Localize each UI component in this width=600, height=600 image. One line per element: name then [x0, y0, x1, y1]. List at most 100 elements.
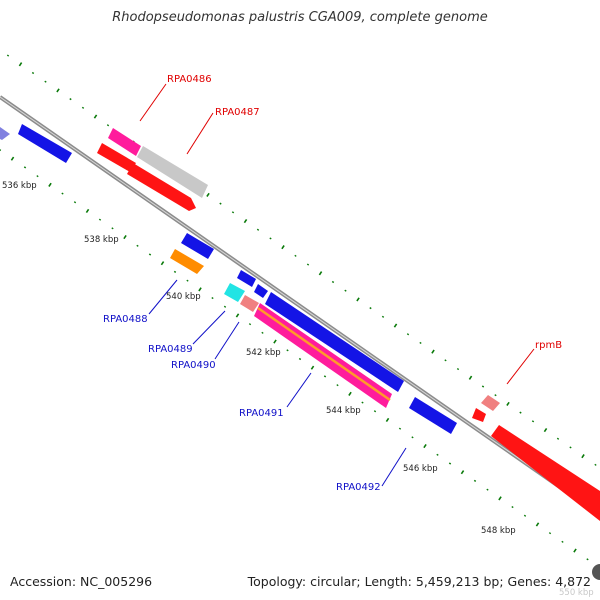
guide-dot: [506, 401, 510, 406]
gene-feature[interactable]: [170, 249, 204, 274]
guide-dot: [148, 253, 152, 256]
guide-dot: [361, 401, 364, 404]
guide-dot: [235, 313, 240, 318]
guide-dot: [31, 71, 35, 75]
guide-dot: [498, 496, 502, 501]
guide-dot: [231, 211, 235, 214]
guide-dot: [93, 114, 98, 119]
guide-dot: [323, 375, 327, 378]
gene-label[interactable]: RPA0490: [171, 360, 216, 371]
gene-label[interactable]: RPA0486: [167, 74, 212, 85]
guide-dot: [298, 357, 302, 361]
marker-dot: [592, 564, 600, 580]
guide-dot: [531, 420, 535, 423]
guide-dot: [431, 349, 435, 354]
guide-dot: [10, 156, 15, 161]
gene-label[interactable]: RPA0487: [215, 107, 260, 118]
gene-feature[interactable]: [0, 127, 10, 140]
guide-dot: [594, 463, 597, 466]
guide-dot: [98, 218, 102, 221]
guide-dot: [123, 234, 127, 240]
guide-dot: [369, 307, 372, 310]
guide-dot: [535, 522, 540, 527]
gene-feature[interactable]: [472, 408, 486, 422]
guide-dot: [111, 227, 114, 230]
guide-dot: [436, 453, 439, 456]
guide-dot: [581, 454, 585, 459]
gene-feature[interactable]: [97, 143, 136, 172]
guide-dot: [294, 254, 297, 257]
gene-label[interactable]: RPA0488: [103, 314, 148, 325]
gene-feature[interactable]: [237, 270, 256, 287]
guide-dot: [6, 54, 10, 57]
guide-dot: [223, 305, 227, 308]
guide-dot: [494, 394, 497, 397]
guide-dot: [569, 446, 572, 449]
gene-feature[interactable]: [108, 128, 141, 156]
guide-dot: [256, 228, 260, 231]
tick-label: 544 kbp: [326, 406, 361, 416]
gene-feature[interactable]: [491, 425, 600, 521]
guide-dot: [519, 411, 522, 414]
guide-dot: [336, 384, 339, 387]
tick-label: 542 kbp: [246, 348, 281, 358]
guide-dot: [373, 410, 377, 413]
guide-dot: [36, 175, 39, 178]
tick-label: 546 kbp: [403, 464, 438, 474]
guide-dot: [160, 261, 165, 266]
tick-label: 548 kbp: [481, 526, 516, 536]
gene-label[interactable]: RPA0491: [239, 408, 284, 419]
gene-label[interactable]: RPA0492: [336, 482, 381, 493]
label-leaders: [139, 83, 535, 487]
guide-dot: [448, 462, 452, 465]
guide-dot: [248, 323, 252, 326]
accession-text: Accession: NC_005296: [10, 574, 153, 589]
guide-dot: [81, 106, 85, 109]
guide-dot: [381, 315, 385, 318]
gene-feature[interactable]: [240, 295, 259, 312]
gene-label[interactable]: RPA0489: [148, 344, 193, 355]
gene-feature[interactable]: [127, 163, 196, 211]
guide-dot: [18, 62, 23, 67]
gene-feature[interactable]: [18, 124, 72, 163]
guide-dot: [481, 385, 485, 388]
guide-dot: [261, 331, 264, 334]
guide-dot: [393, 323, 398, 328]
gene-feature[interactable]: [137, 146, 208, 198]
guide-dot: [136, 244, 139, 247]
guide-dot: [419, 341, 422, 345]
guide-dot: [306, 263, 310, 266]
gene-feature[interactable]: [254, 284, 268, 298]
gene-feature[interactable]: [181, 233, 214, 259]
guide-dot: [586, 558, 589, 561]
genome-summary-text: Topology: circular; Length: 5,459,213 bp…: [247, 574, 591, 589]
guide-dot: [523, 514, 527, 517]
guide-dot: [543, 427, 548, 433]
gene-label[interactable]: rpmB: [535, 340, 562, 351]
guide-dot: [473, 479, 477, 482]
guide-dot: [460, 470, 465, 475]
guide-dot: [273, 339, 277, 344]
gene-feature[interactable]: [224, 283, 245, 302]
guide-dot: [106, 124, 110, 127]
guide-dot: [318, 271, 323, 276]
tick-labels: 536 kbp 538 kbp 540 kbp 542 kbp 544 kbp …: [2, 181, 594, 598]
map-title: Rhodopseudomonas palustris CGA009, compl…: [112, 10, 488, 25]
guide-dot: [286, 349, 289, 352]
gene-feature[interactable]: [481, 395, 500, 411]
guide-dot: [348, 391, 352, 396]
guide-dot: [186, 279, 189, 282]
guide-dot: [398, 427, 402, 430]
guide-dot: [198, 287, 202, 292]
guide-dot: [406, 333, 410, 336]
gene-feature[interactable]: [409, 397, 457, 434]
guide-dot: [23, 166, 27, 169]
guide-dot: [243, 218, 248, 224]
guide-dot: [69, 98, 72, 101]
guide-dot: [310, 365, 315, 370]
guide-dot: [356, 297, 360, 302]
gene-feature[interactable]: [265, 292, 404, 392]
tick-label: 538 kbp: [84, 235, 119, 245]
guide-dot: [44, 80, 47, 83]
